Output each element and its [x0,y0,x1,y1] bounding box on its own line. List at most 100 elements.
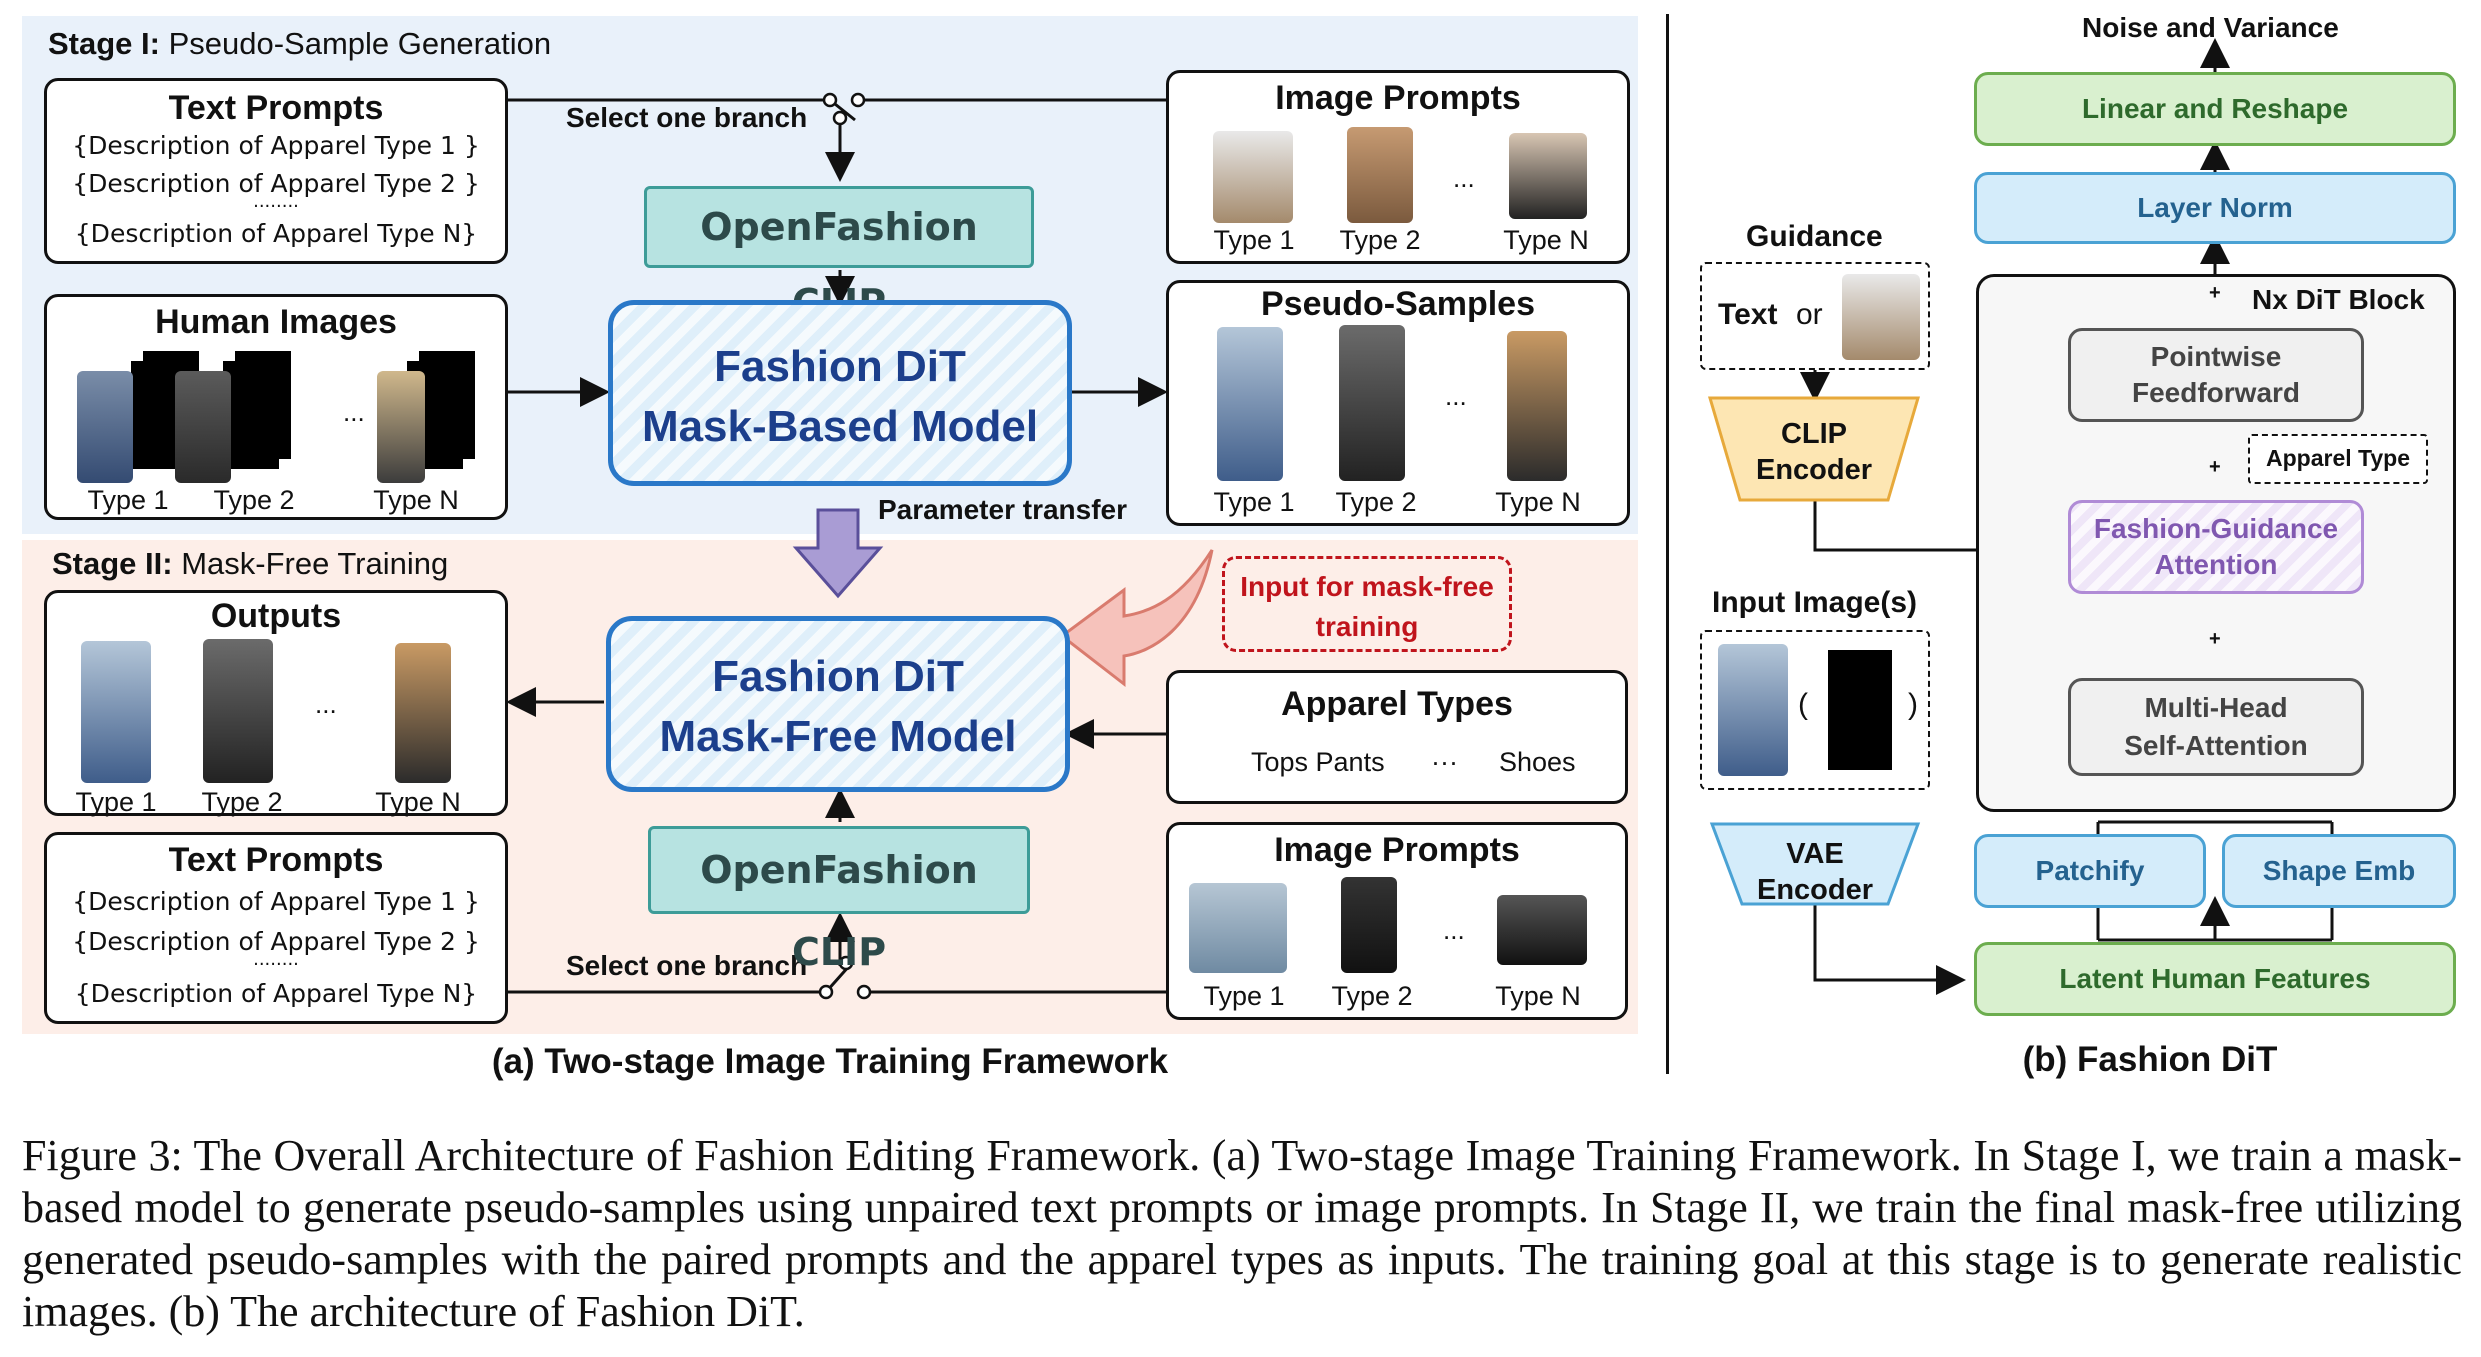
dit1-line2: Mask-Based Model [641,402,1039,451]
parameter-transfer-label: Parameter transfer [878,494,1128,525]
ellipsis: ... [1443,915,1465,945]
input-mask-image [1828,650,1892,770]
ellipsis: ... [1445,381,1467,411]
human-photo [175,371,231,483]
input-mask-free-line1: Input for mask-free [1240,571,1494,602]
apparel-photo [1213,131,1293,223]
apparel-photo [1341,877,1397,973]
apparel-types-ellipsis: ··· [1431,747,1458,777]
image-prompts-box-stage2: Image Prompts ... Type 1 Type 2 Type N [1166,822,1628,1020]
clip-encoder-line1: CLIP [1780,418,1848,450]
prompt-dots: ........ [253,949,299,970]
output-photo [81,641,151,783]
human-images-box: Human Images ... Type 1 Type 2 Type N [44,294,508,520]
type-n-caption: Type N [1495,487,1581,517]
noise-variance-label: Noise and Variance [2082,12,2339,43]
prompt-line-1: {Description of Apparel Type 1 } [72,887,480,916]
type-1-caption: Type 1 [1213,225,1295,255]
type-2-caption: Type 2 [213,485,295,515]
vae-encoder-label: VAE Encoder [1712,836,1918,908]
apparel-photo [1347,127,1413,223]
output-photo [395,643,451,783]
clip-encoder-line2: Encoder [1755,454,1873,486]
ellipsis: ... [343,397,365,427]
open-paren: ( [1798,688,1808,721]
input-mask-free-note: Input for mask-free training [1222,556,1512,652]
plus-icon: + [2209,628,2221,650]
input-human-photo [1718,644,1788,776]
pointwise-line2: Feedforward [2131,377,2301,408]
select-branch-label-stage1: Select one branch [566,102,808,133]
type-1-caption: Type 1 [87,485,169,515]
guidance-box: Text or [1700,262,1930,370]
fashion-dit-mask-based: Fashion DiT Mask-Based Model [608,300,1072,486]
linear-reshape-block: Linear and Reshape [1974,72,2456,146]
mha-line2: Self-Attention [2124,730,2308,761]
mask-image [223,361,279,469]
image-prompts-title: Image Prompts [1275,79,1521,117]
input-images-label: Input Image(s) [1712,586,1918,619]
type-2-caption: Type 2 [1335,487,1417,517]
pseudo-sample-photo [1339,325,1405,481]
type-n-caption: Type N [1503,225,1589,255]
latent-human-features-block: Latent Human Features [1974,942,2456,1016]
prompt-line-n: {Description of Apparel Type N} [74,979,478,1008]
type-1-caption: Type 1 [1203,981,1285,1011]
fashion-dit-mask-free: Fashion DiT Mask-Free Model [606,616,1070,792]
image-prompts-box-stage1: Image Prompts ... Type 1 Type 2 Type N [1166,70,1630,264]
human-photo [77,371,133,483]
plus-icon: + [2209,456,2221,478]
outputs-title: Outputs [210,597,342,635]
guidance-label: Guidance [1746,220,1883,253]
stage2-title: Stage II: Mask-Free Training [52,546,449,581]
clip-encoder-label: CLIP Encoder [1710,416,1918,488]
apparel-type-input: Apparel Type [2248,434,2428,484]
type-2-caption: Type 2 [1339,225,1421,255]
pointwise-line1: Pointwise [2150,341,2282,372]
type-1-caption: Type 1 [75,787,157,817]
apparel-photo [1497,895,1587,965]
human-images-title: Human Images [155,303,397,341]
dit2-line1: Fashion DiT [712,652,964,701]
guidance-image [1842,274,1920,360]
multi-head-self-attention-block: Multi-Head Self-Attention [2068,678,2364,776]
openfashion-clip-stage2: OpenFashion CLIP [648,826,1030,974]
plus-icon: + [2209,282,2221,304]
output-photo [203,639,273,783]
image-prompts-title: Image Prompts [1274,831,1520,869]
nx-dit-block-label: Nx DiT Block [2252,284,2425,315]
apparel-photo [1509,133,1587,219]
human-photo [377,371,425,483]
type-1-caption: Type 1 [1213,487,1295,517]
figure-caption: Figure 3: The Overall Architecture of Fa… [22,1131,2462,1336]
apparel-types-title: Apparel Types [1281,685,1513,723]
mha-line1: Multi-Head [2144,692,2288,723]
caption-b: (b) Fashion DiT [2022,1040,2278,1079]
prompt-line-n: {Description of Apparel Type N} [74,219,478,248]
outputs-box: Outputs ... Type 1 Type 2 Type N [44,590,508,817]
apparel-photo [1189,883,1287,973]
prompt-line-2: {Description of Apparel Type 2 } [72,169,480,198]
type-2-caption: Type 2 [201,787,283,817]
dit1-line1: Fashion DiT [714,342,966,391]
close-paren: ) [1908,688,1918,721]
ellipsis: ... [315,689,337,719]
fashion-guidance-attention-block: Fashion-Guidance Attention [2068,500,2364,594]
text-prompts-title: Text Prompts [168,841,384,879]
pseudo-sample-photo [1217,327,1283,481]
select-branch-label-stage2: Select one branch [566,950,808,981]
prompt-line-2: {Description of Apparel Type 2 } [72,927,480,956]
guidance-or-label: or [1796,298,1823,331]
fga-line1: Fashion-Guidance [2093,513,2339,544]
type-n-caption: Type N [1495,981,1581,1011]
type-2-caption: Type 2 [1331,981,1413,1011]
ellipsis: ... [1453,163,1475,193]
dit2-line2: Mask-Free Model [659,712,1017,761]
pseudo-samples-title: Pseudo-Samples [1261,285,1535,323]
input-mask-free-line2: training [1315,611,1419,642]
pseudo-sample-photo [1507,331,1567,481]
vae-encoder-line2: Encoder [1756,874,1874,906]
layer-norm-block: Layer Norm [1974,172,2456,244]
type-n-caption: Type N [375,787,461,817]
